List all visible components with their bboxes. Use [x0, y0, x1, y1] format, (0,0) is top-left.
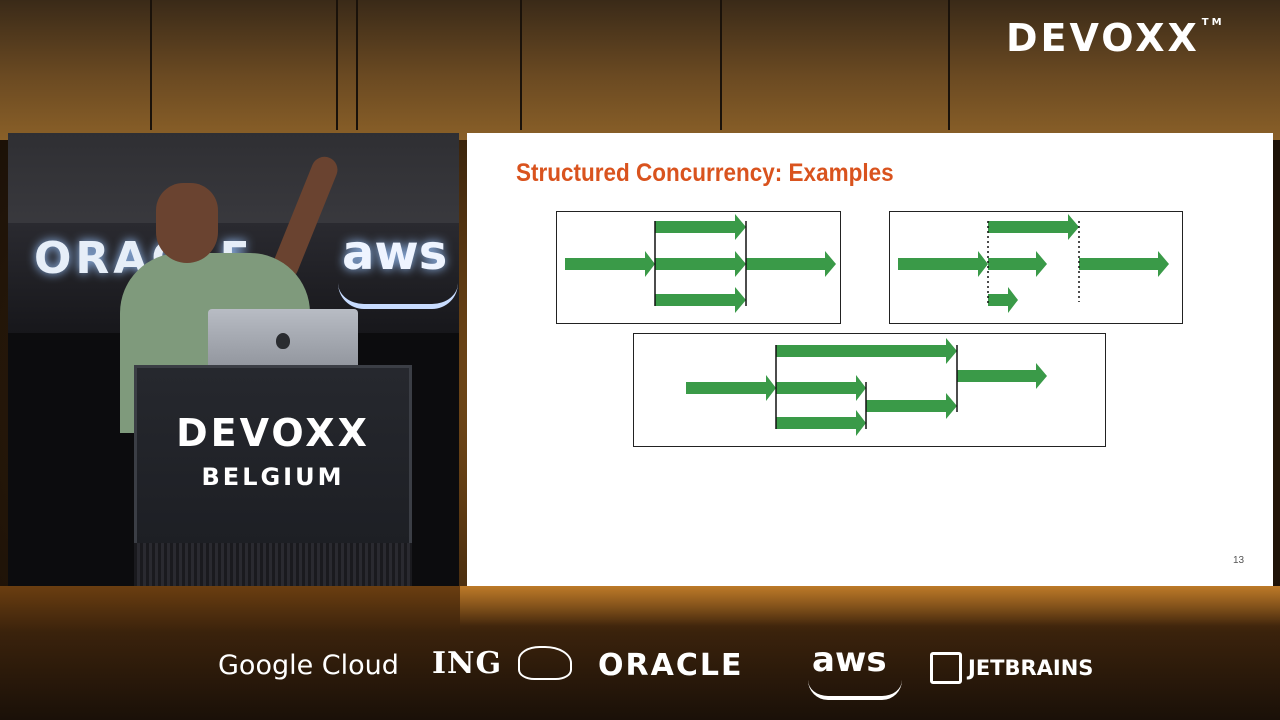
- podium-base: [134, 543, 412, 586]
- ing-lion-icon: [518, 646, 572, 680]
- rigging-beam: [720, 0, 722, 130]
- diagram-nested-fork-join: [633, 333, 1106, 447]
- presentation-slide: Structured Concurrency: Examples: [467, 133, 1273, 586]
- rigging-beam: [336, 0, 338, 130]
- devoxx-logo-text: DEVOXX: [1006, 16, 1200, 60]
- rigging-beam: [356, 0, 358, 130]
- podium-location: BELGIUM: [201, 463, 345, 491]
- arrow: [746, 251, 836, 277]
- arrow: [866, 393, 957, 419]
- aws-smile-icon: [808, 680, 902, 700]
- jetbrains-logo: JETBRAINS: [968, 656, 1094, 680]
- stage-background: [0, 0, 1280, 140]
- rigging-beam: [520, 0, 522, 130]
- google-cloud-logo: Google Cloud: [218, 650, 399, 681]
- ing-logo: ING: [432, 646, 503, 681]
- diagram-nested-fork-join-svg: [686, 338, 1047, 436]
- slide-page-number: 13: [1233, 555, 1245, 566]
- arrow: [655, 251, 746, 277]
- banner-aws-smile: [338, 283, 458, 309]
- arrow: [776, 338, 957, 364]
- diagram-fork-dotted: [889, 211, 1183, 324]
- arrow: [655, 287, 746, 313]
- diagram-fork-join: [556, 211, 841, 324]
- arrow: [898, 251, 988, 277]
- arrow: [957, 363, 1047, 389]
- oracle-logo: ORACLE: [598, 648, 744, 683]
- trademark: TM: [1201, 17, 1225, 28]
- arrow: [988, 287, 1018, 313]
- arrow: [1079, 251, 1169, 277]
- floor-glow: [460, 586, 1280, 626]
- arrow: [988, 251, 1047, 277]
- arrow: [686, 375, 776, 401]
- speaker-head: [156, 183, 218, 263]
- slide-title: Structured Concurrency: Examples: [516, 159, 894, 187]
- podium-devoxx-logo: DEVOXX: [176, 411, 370, 455]
- arrow: [565, 251, 655, 277]
- arrow: [988, 214, 1079, 240]
- arrow: [776, 410, 866, 436]
- banner-aws-logo: aws: [342, 225, 448, 281]
- aws-logo: aws: [812, 640, 887, 680]
- rigging-beam: [948, 0, 950, 130]
- diagram-fork-dotted-svg: [898, 214, 1169, 313]
- speaker-camera-feed: ORACLE aws DEVOXX BELGIUM: [8, 133, 459, 586]
- arrow: [655, 214, 746, 240]
- jetbrains-icon: [930, 652, 962, 684]
- apple-logo-icon: [276, 333, 290, 349]
- rigging-beam: [150, 0, 152, 130]
- diagram-fork-join-svg: [565, 214, 836, 313]
- arrow: [776, 375, 866, 401]
